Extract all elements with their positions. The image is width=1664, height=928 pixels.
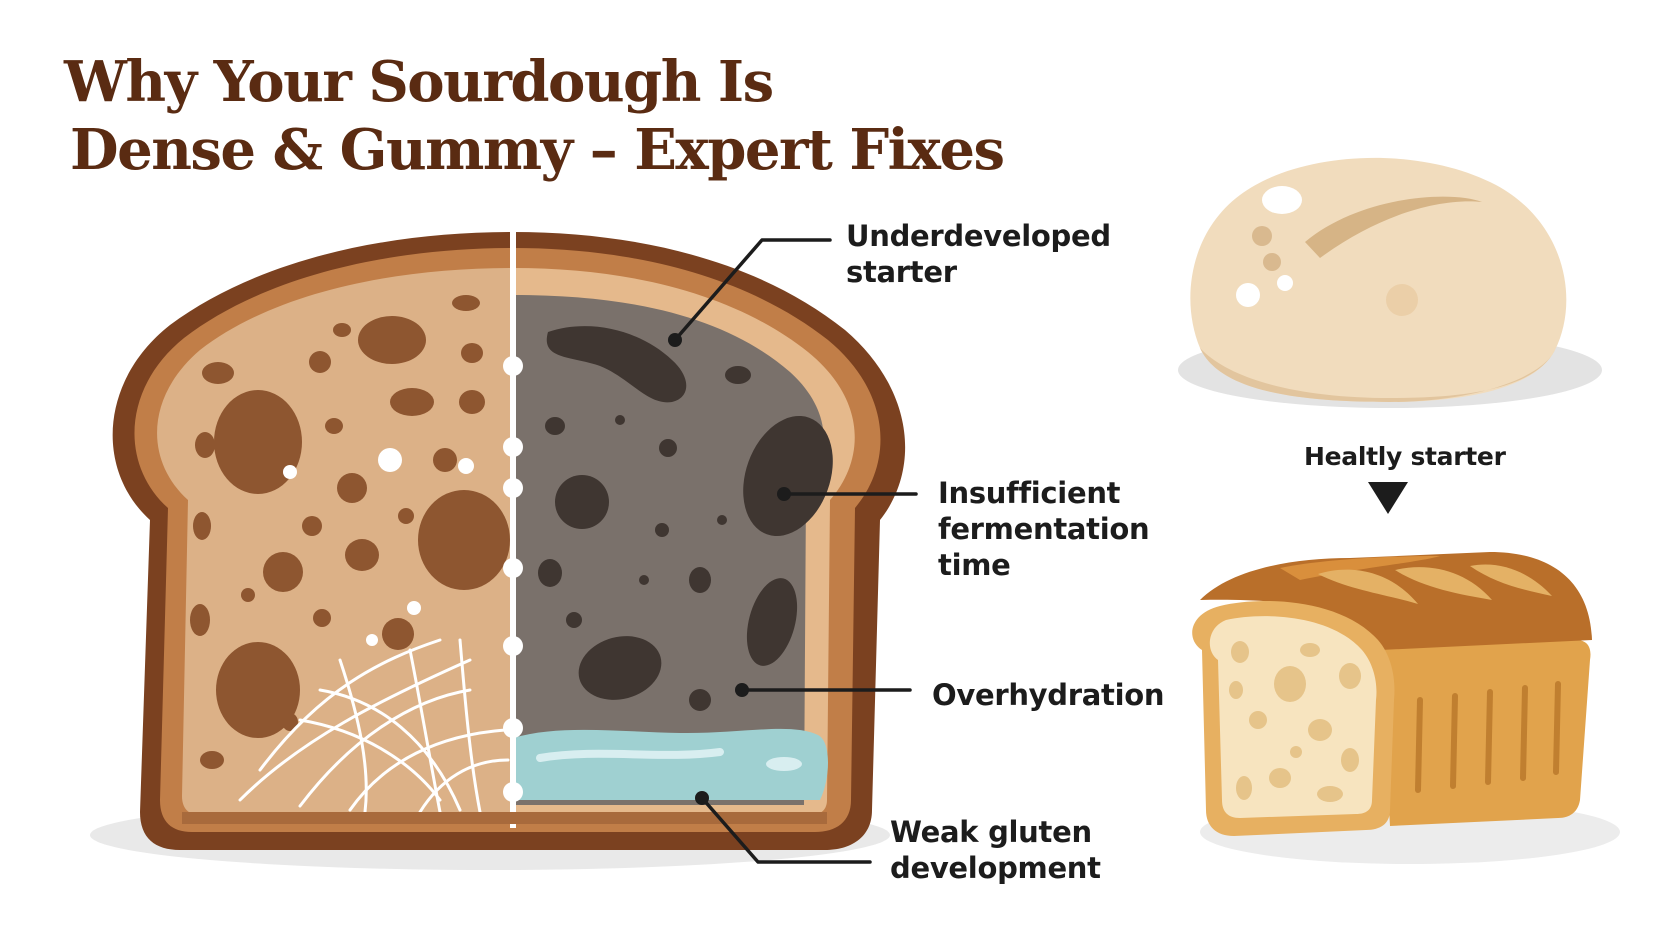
divider-dots [503,356,523,802]
loaf-crumb-holes [1229,641,1361,802]
bread-slice-cross-section-icon [90,232,906,870]
callout-dots [668,333,791,805]
dense-spots [538,326,833,711]
loaf-side [1380,640,1591,826]
loaf-scores [1318,564,1552,604]
page-title: Why Your Sourdough Is Dense & Gummy – Ex… [64,48,1005,184]
loaf-crumb [1209,616,1377,818]
callout-underdeveloped-line-2: starter [846,255,957,289]
leader-weak [700,796,872,864]
callout-insufficient-line-2: fermentation [938,512,1150,546]
dough-score [1305,196,1482,258]
callout-overhydration: Overhydration [932,677,1164,713]
callout-insufficient-fermentation: Insufficient fermentation time [938,475,1150,583]
gluten-web [238,638,510,814]
dough-ball-icon [1178,157,1602,408]
title-line-1: Why Your Sourdough Is [64,49,774,115]
callout-leaders [673,238,918,864]
water-pool [513,728,828,800]
healthy-starter-label: Healtly starter [1304,442,1506,471]
callout-weak-gluten: Weak gluten development [890,814,1101,886]
water-highlight [536,748,724,762]
callout-overhydration-line-1: Overhydration [932,678,1165,712]
dough-body [1190,157,1567,402]
bread-loaf-icon [1192,552,1620,864]
down-arrow-icon [1368,482,1408,514]
callout-weak-line-2: development [890,851,1101,885]
leader-underdeveloped [673,238,832,342]
callout-underdeveloped-starter: Underdeveloped starter [846,218,1111,290]
dough-bubbles [1236,186,1418,316]
callout-weak-line-1: Weak gluten [890,815,1092,849]
callout-insufficient-line-3: time [938,548,1011,582]
callout-insufficient-line-1: Insufficient [938,476,1121,510]
callout-underdeveloped-line-1: Underdeveloped [846,219,1111,253]
loaf-ridges [1415,681,1561,793]
air-holes [190,295,510,769]
air-bubbles [283,448,474,646]
title-line-2: Dense & Gummy – Expert Fixes [70,117,1005,183]
bottom-crust [182,812,827,824]
